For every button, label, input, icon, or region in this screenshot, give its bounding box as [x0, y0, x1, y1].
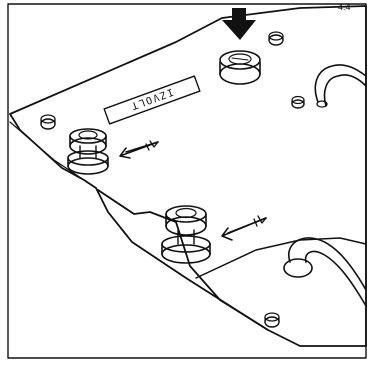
stud-bottom: [264, 312, 280, 328]
top-adjust-screw: [219, 50, 261, 85]
pointer-arrow-down-icon: [222, 8, 256, 40]
lower-adjust-screw: [161, 205, 211, 264]
directional-arrow-left-icon: [119, 140, 159, 159]
directional-arrow-left-icon: [221, 215, 267, 241]
step-plate: [97, 189, 269, 331]
base-plate: [9, 5, 367, 347]
stud-center: [291, 95, 305, 109]
label-plate: IZVOLT: [103, 75, 201, 125]
figure-frame: [7, 3, 367, 359]
step-plate-lower: [195, 237, 367, 279]
upper-cable: [314, 64, 367, 108]
stud-top-right: [268, 31, 284, 46]
label-plate-text: IZVOLT: [128, 86, 174, 112]
lower-cable: [283, 237, 367, 307]
stud-left: [40, 114, 56, 130]
base-plate-edge: [9, 121, 85, 181]
label-plate-border: [103, 75, 201, 125]
left-adjust-screw: [67, 128, 109, 175]
